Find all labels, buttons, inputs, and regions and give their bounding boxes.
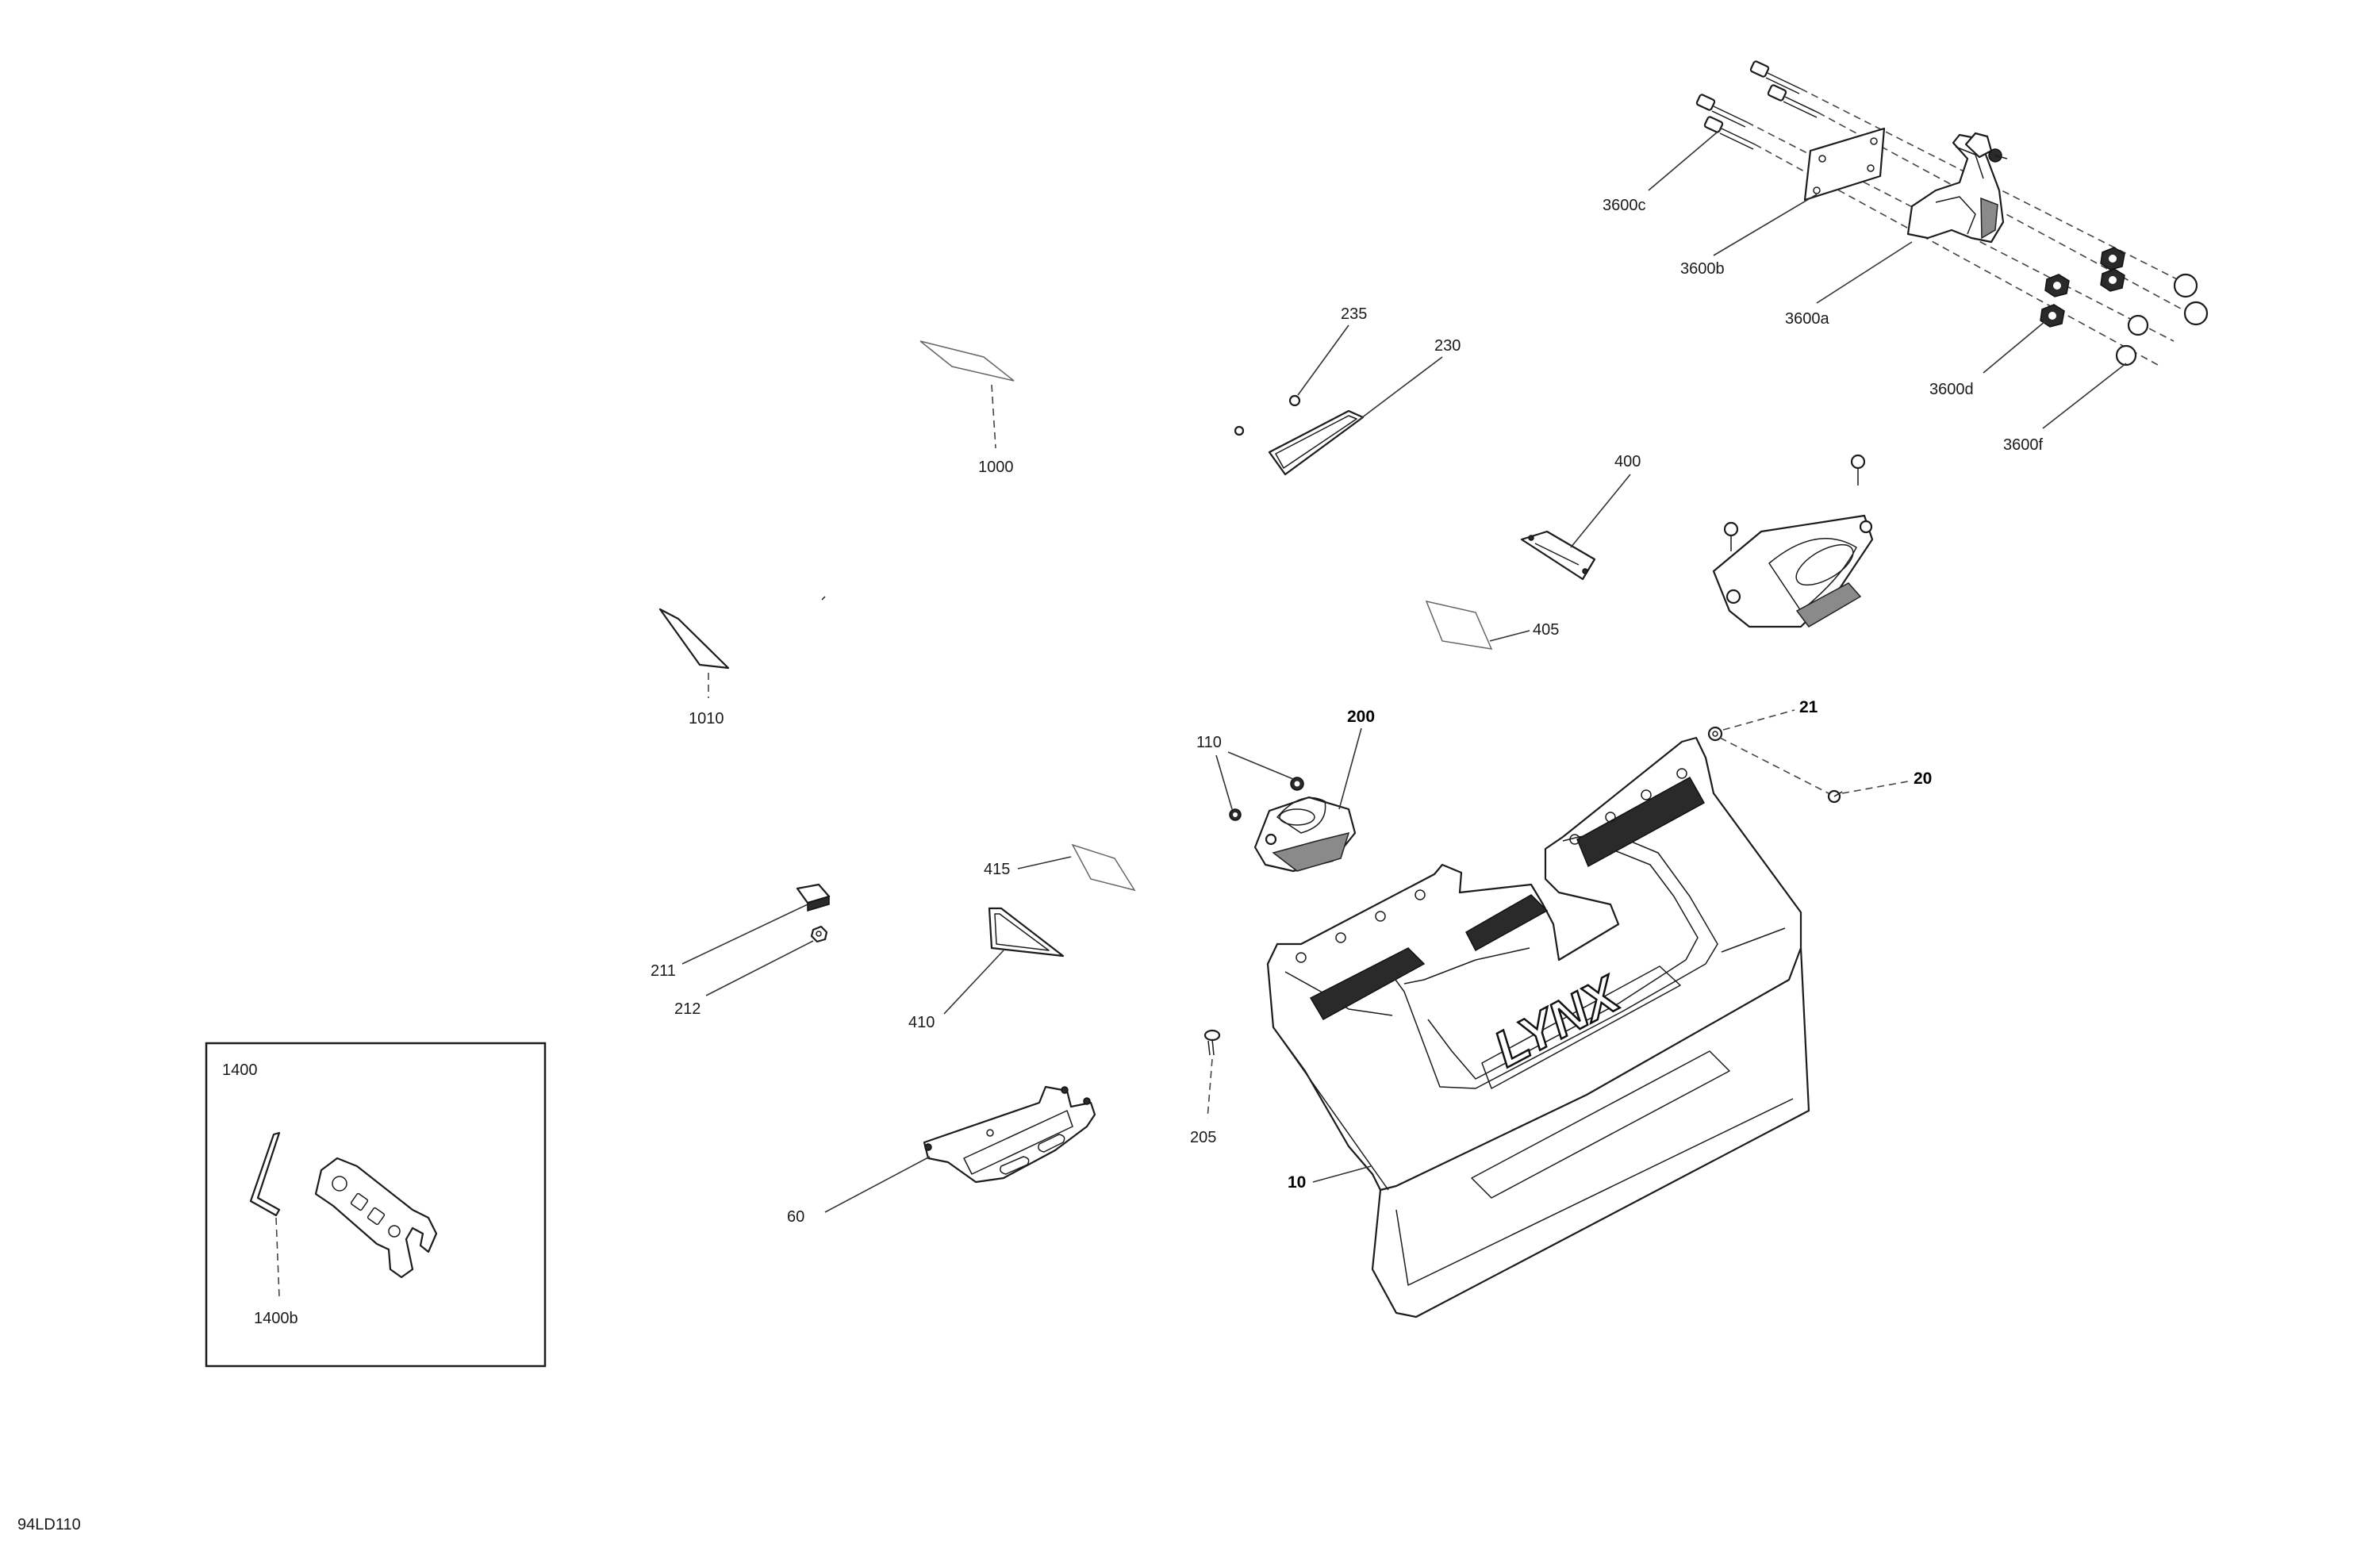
- callout-405[interactable]: 405: [1533, 621, 1559, 639]
- part-200-light: [1253, 796, 1357, 873]
- screw-light-housing-left: [1723, 521, 1739, 551]
- callout-3600a[interactable]: 3600a: [1785, 310, 1829, 328]
- part-1010-film: [658, 608, 730, 698]
- callout-400[interactable]: 400: [1614, 453, 1641, 470]
- part-21-washer: [1707, 726, 1723, 742]
- callout-230[interactable]: 230: [1434, 337, 1461, 355]
- part-3600a-hitch: [1906, 132, 2008, 244]
- spanner-wrench-icon: [314, 1157, 438, 1279]
- part-405-film: [1425, 600, 1493, 650]
- part-1000-film: [919, 340, 1015, 449]
- part-3600c-bolts: [1695, 60, 1819, 150]
- part-3600f-caps: [2115, 273, 2209, 367]
- callout-3600b[interactable]: 3600b: [1680, 260, 1725, 278]
- drawing-code: 94LD110: [17, 1516, 81, 1533]
- stray-mark: [821, 596, 826, 601]
- flap-mount-holes-left: [1296, 889, 1426, 963]
- part-410-lens: [988, 907, 1065, 958]
- callout-21[interactable]: 21: [1799, 698, 1818, 716]
- callout-235[interactable]: 235: [1341, 305, 1367, 323]
- callout-1010[interactable]: 1010: [689, 710, 724, 727]
- part-235-nut: [1234, 394, 1301, 436]
- part-light-housing-right: [1712, 514, 1874, 628]
- screw-light-housing-top: [1850, 454, 1866, 486]
- callout-3600c[interactable]: 3600c: [1603, 197, 1646, 214]
- callout-3600f[interactable]: 3600f: [2003, 436, 2043, 454]
- callout-410[interactable]: 410: [908, 1014, 935, 1031]
- part-400-lens: [1520, 530, 1596, 581]
- part-415-film: [1071, 843, 1136, 892]
- hex-key-icon: [249, 1131, 281, 1217]
- callout-211[interactable]: 211: [651, 962, 676, 980]
- callout-60[interactable]: 60: [787, 1208, 804, 1226]
- part-3600b-plate: [1803, 127, 1886, 202]
- callout-1400b[interactable]: 1400b: [254, 1310, 298, 1327]
- part-3600d-nuts: [2040, 247, 2125, 328]
- callout-212[interactable]: 212: [674, 1000, 701, 1018]
- callout-415[interactable]: 415: [984, 861, 1010, 878]
- part-211-clip: [796, 883, 831, 912]
- part-110-nuts: [1229, 777, 1304, 821]
- callout-110[interactable]: 110: [1196, 734, 1222, 751]
- callout-10[interactable]: 10: [1288, 1173, 1306, 1192]
- part-230-lens: [1268, 409, 1365, 476]
- flap-mount-holes-right: [1569, 768, 1687, 845]
- part-212-nut: [810, 925, 828, 943]
- callout-1000[interactable]: 1000: [978, 459, 1014, 476]
- callout-205[interactable]: 205: [1190, 1129, 1216, 1146]
- callout-20[interactable]: 20: [1914, 770, 1932, 788]
- part-20-screw: [1827, 789, 1843, 804]
- part-60-bracket: [923, 1085, 1096, 1184]
- toolkit-box-1400: 1400 1400b: [205, 1042, 547, 1368]
- lynx-logo: LYNX: [1485, 965, 1630, 1078]
- callout-3600d[interactable]: 3600d: [1929, 381, 1974, 398]
- callout-200[interactable]: 200: [1347, 708, 1375, 726]
- callout-1400[interactable]: 1400: [222, 1061, 258, 1079]
- part-205-screw: [1203, 1029, 1221, 1056]
